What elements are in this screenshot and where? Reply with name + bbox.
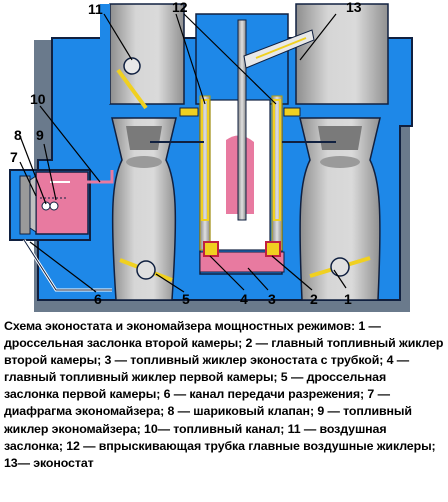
- figure-caption: Схема эконостата и экономайзера мощностн…: [4, 319, 444, 470]
- callout-13: 13: [346, 0, 362, 15]
- leader-lines: [19, 13, 347, 293]
- primary-bore: [111, 117, 177, 301]
- callout-4: 4: [240, 291, 248, 307]
- main-jet-primary: [203, 241, 219, 257]
- choke-valve: [116, 57, 148, 110]
- carburetor-diagram: 11 12 13 10 8 9 7 6 5 4 3 2 1: [9, 0, 413, 312]
- callout-1: 1: [344, 291, 352, 307]
- fuel-channel: [70, 170, 114, 184]
- callout-6: 6: [94, 291, 102, 307]
- emulsion-tube-left: [199, 95, 211, 251]
- emulsion-tube-right: [271, 95, 283, 251]
- economizer: [19, 171, 112, 292]
- nozzles: [150, 107, 336, 143]
- callout-10: 10: [30, 91, 46, 107]
- callout-2: 2: [310, 291, 318, 307]
- air-horn-right: [295, 3, 389, 105]
- callout-3: 3: [268, 291, 276, 307]
- main-jet-secondary: [265, 241, 281, 257]
- secondary-bore: [299, 117, 381, 301]
- callout-9: 9: [36, 127, 44, 143]
- callout-11: 11: [88, 1, 103, 17]
- callout-12: 12: [172, 0, 188, 15]
- econostat-tube: [237, 19, 315, 221]
- callout-7: 7: [10, 149, 18, 165]
- callout-5: 5: [182, 291, 190, 307]
- callout-8: 8: [14, 127, 22, 143]
- throttle-valve-primary: [119, 258, 173, 282]
- air-horn-left: [100, 3, 185, 105]
